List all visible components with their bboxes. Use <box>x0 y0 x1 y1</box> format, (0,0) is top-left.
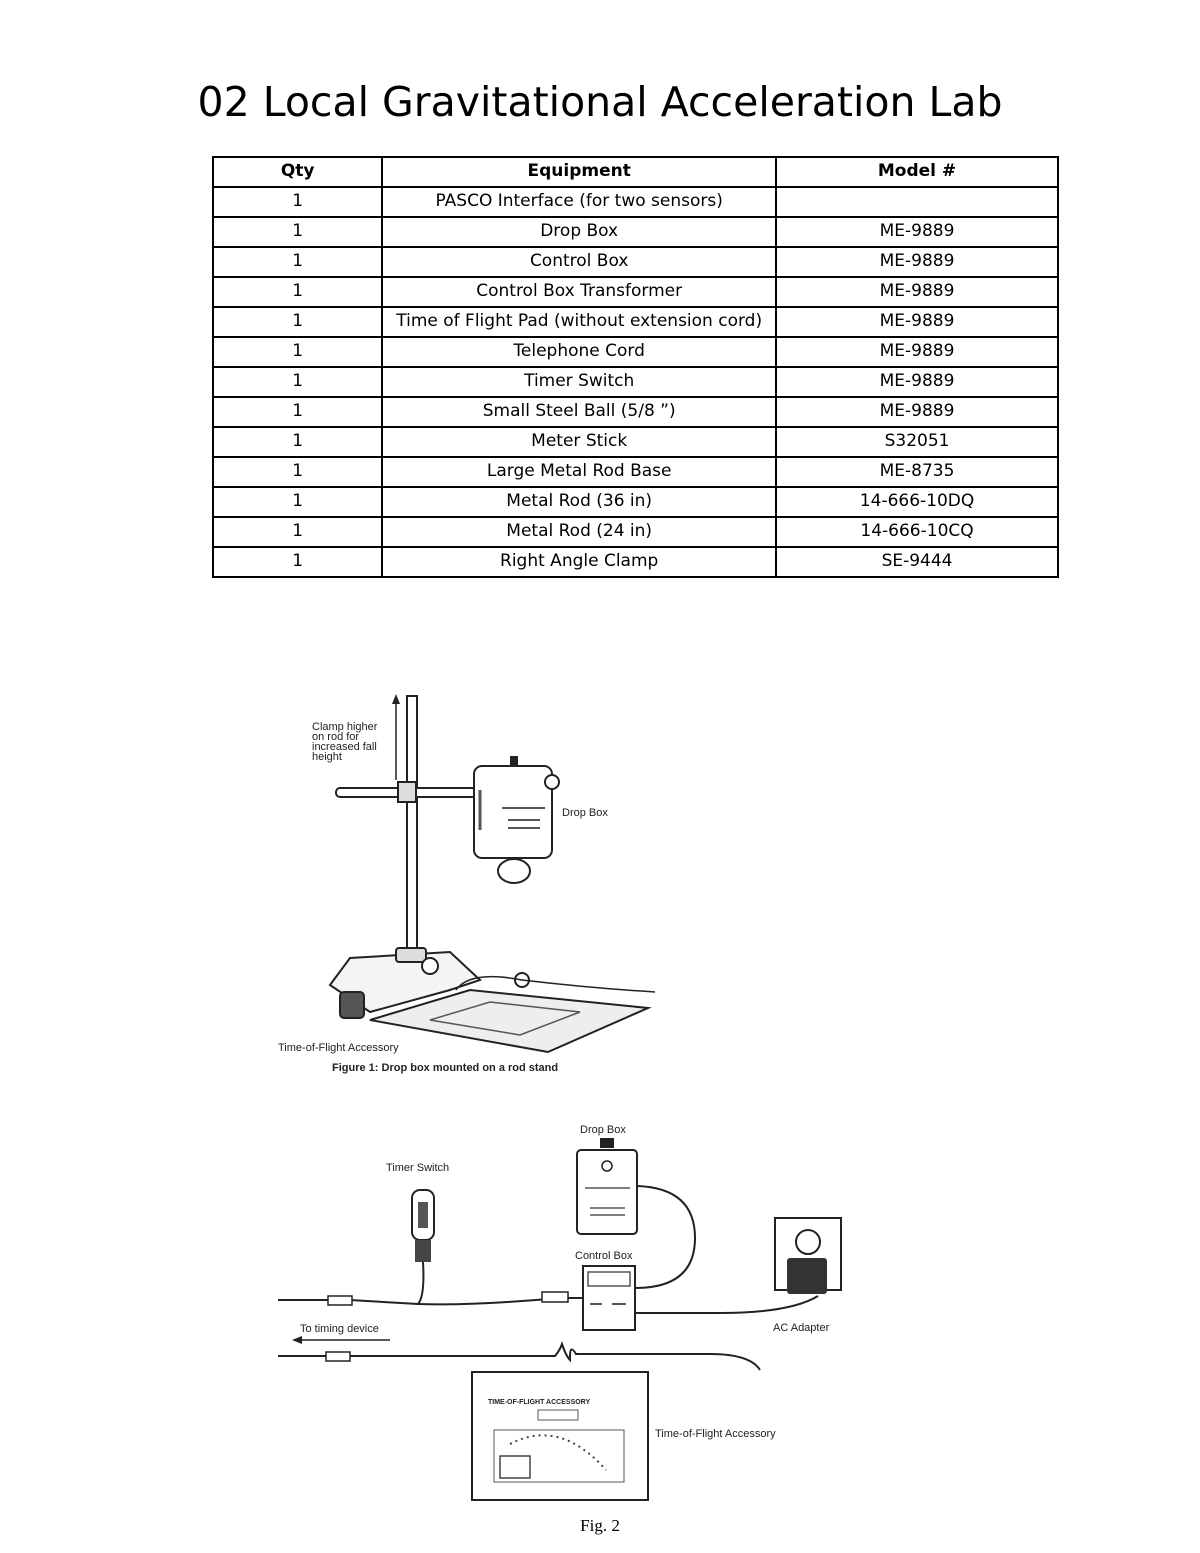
fig2-drop-box-label: Drop Box <box>580 1124 626 1136</box>
cell-model: ME-9889 <box>775 276 1059 308</box>
cell-model: ME-9889 <box>775 306 1059 338</box>
drop-box <box>473 765 553 859</box>
cell-qty: 1 <box>211 246 384 278</box>
cell-equipment: Large Metal Rod Base <box>381 456 778 488</box>
cell-equipment: Metal Rod (36 in) <box>381 486 778 518</box>
cell-model: ME-8735 <box>775 456 1059 488</box>
cell-equipment: Control Box <box>381 246 778 278</box>
cell-qty: 1 <box>211 516 384 548</box>
cell-model: 14-666-10DQ <box>775 486 1059 518</box>
ac-adapter-label: AC Adapter <box>773 1322 830 1334</box>
drop-box-release <box>544 774 560 790</box>
cell-qty: 1 <box>211 396 384 428</box>
clamp-note-line-1: Clamp higher <box>312 721 378 733</box>
cell-model: 14-666-10CQ <box>775 516 1059 548</box>
fig2-time-of-flight-pad <box>471 1371 649 1501</box>
cell-qty: 1 <box>211 456 384 488</box>
cell-equipment: Timer Switch <box>381 366 778 398</box>
clamp-note-line-4: height <box>312 751 342 763</box>
clamp-note-line-3: increased fall <box>312 741 377 753</box>
cell-qty: 1 <box>211 366 384 398</box>
timer-plug <box>327 1295 353 1306</box>
cell-equipment: Right Angle Clamp <box>381 546 778 578</box>
timing-plug <box>325 1351 351 1362</box>
header-equipment: Equipment <box>381 156 778 188</box>
figure-1-caption: Figure 1: Drop box mounted on a rod stan… <box>332 1062 558 1074</box>
table-header-row: Qty Equipment Model # <box>211 156 1059 188</box>
fig2-drop-box <box>576 1149 638 1235</box>
drop-box-label: Drop Box <box>562 807 608 819</box>
cell-qty: 1 <box>211 336 384 368</box>
header-qty: Qty <box>211 156 384 188</box>
cell-model: ME-9889 <box>775 396 1059 428</box>
cell-equipment: Telephone Cord <box>381 336 778 368</box>
cell-qty: 1 <box>211 216 384 248</box>
timing-device-label: To timing device <box>300 1323 379 1335</box>
control-box <box>582 1265 636 1331</box>
page-title: 02 Local Gravitational Acceleration Lab <box>197 78 1003 126</box>
figure-2-caption: Fig. 2 <box>580 1516 620 1535</box>
rod-base <box>328 950 482 1014</box>
cell-qty: 1 <box>211 546 384 578</box>
pad-cord <box>455 975 656 993</box>
pad-title: TIME-OF-FLIGHT ACCESSORY <box>488 1399 590 1406</box>
cell-equipment: Drop Box <box>381 216 778 248</box>
cell-equipment: Control Box Transformer <box>381 276 778 308</box>
cell-equipment: PASCO Interface (for two sensors) <box>381 186 778 218</box>
cell-model <box>775 186 1059 218</box>
metal-rod <box>406 695 418 959</box>
cell-equipment: Small Steel Ball (5/8 ”) <box>381 396 778 428</box>
cell-model: ME-9889 <box>775 216 1059 248</box>
cell-model: SE-9444 <box>775 546 1059 578</box>
steel-ball <box>497 858 531 884</box>
timer-switch-label: Timer Switch <box>386 1162 449 1174</box>
base-foot <box>339 991 365 1019</box>
accessory-label: Time-of-Flight Accessory <box>278 1042 399 1054</box>
header-model: Model # <box>775 156 1059 188</box>
cell-qty: 1 <box>211 486 384 518</box>
cell-qty: 1 <box>211 186 384 218</box>
cell-qty: 1 <box>211 276 384 308</box>
fig2-accessory-label: Time-of-Flight Accessory <box>655 1428 776 1440</box>
cell-model: ME-9889 <box>775 366 1059 398</box>
cell-model: S32051 <box>775 426 1059 458</box>
clamp-note-line-2: on rod for <box>312 731 359 743</box>
cell-equipment: Meter Stick <box>381 426 778 458</box>
cell-model: ME-9889 <box>775 246 1059 278</box>
time-of-flight-pad <box>369 988 652 1054</box>
drop-box-cord <box>634 1185 697 1289</box>
figure-1-drop-box-rod-stand: Clamp higher on rod for increased fall h… <box>278 694 656 1074</box>
figure-2-wiring-diagram: Drop Box Timer Switch Control Box AC Ada… <box>278 1124 842 1501</box>
drop-box-knob <box>510 756 518 766</box>
control-box-label: Control Box <box>575 1250 633 1262</box>
cell-model: ME-9889 <box>775 336 1059 368</box>
adapter-cord <box>635 1295 819 1314</box>
ac-adapter <box>787 1258 827 1294</box>
cell-equipment: Metal Rod (24 in) <box>381 516 778 548</box>
right-angle-clamp <box>397 781 417 803</box>
timer-switch-cord <box>415 1261 583 1306</box>
pad-cord <box>350 1340 761 1371</box>
cell-equipment: Time of Flight Pad (without extension co… <box>381 306 778 338</box>
raise-arrow-head <box>392 694 400 704</box>
cell-qty: 1 <box>211 306 384 338</box>
cell-qty: 1 <box>211 426 384 458</box>
